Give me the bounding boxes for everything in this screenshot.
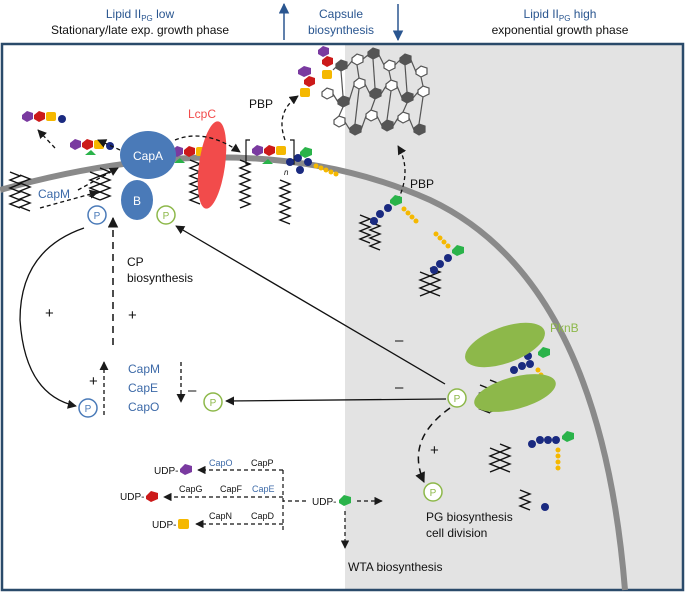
svg-text:n: n [284,168,289,177]
udp-source-sugar [339,495,351,506]
capa-to-lcpc-arrow [174,135,241,153]
udp-red-label: UDP- [120,492,144,503]
cell-outline [0,42,685,592]
capm-bidirectional-arrow [39,189,99,209]
pg-phospho-label: P [430,488,437,499]
capa-label: CapA [133,149,163,163]
plus-sign-pg: + [430,442,439,459]
center-header-line2: biosynthesis [308,23,374,37]
pknb-to-pg-arrow [415,407,451,483]
pknb-to-capa-arrow [175,225,446,385]
pbp-right-arrow [397,145,407,201]
left-header-subtitle: Stationary/late exp. growth phase [51,23,229,37]
right-header-title: Lipid IIPG high [524,7,597,23]
center-header-line1: Capsule [319,7,363,21]
cap-genes-phospho-left [78,398,98,418]
capm-phospho [87,205,107,225]
udp-source-label: UDP- [312,497,336,508]
capsule-release-arrow [37,129,56,149]
cape-label: CapE [252,484,275,494]
pknb-phospho [447,388,467,408]
capm-to-capa-arrow [77,167,119,191]
right-panel-background [345,44,683,590]
released-capsule-unit [22,111,66,123]
pbp-top-label: PBP [249,97,273,111]
capa-phospho [156,205,176,225]
minus-sign-cap: – [188,382,197,399]
udp-yellow-label: UDP- [152,520,176,531]
lcpc-protein [197,121,227,209]
left-header-title: Lipid IIPG low [106,7,175,23]
pknb-to-capgenes-arrow [225,396,447,406]
pbp-right-label: PBP [410,177,434,191]
pknb-domain-lower [474,374,556,412]
plus-sign-left: + [45,305,54,322]
udp-purple-sugar [180,464,192,475]
capd-label: CapD [251,511,275,521]
minus-sign-lower: – [395,379,404,396]
right-header-subtitle: exponential growth phase [492,23,629,37]
capa-phospho-label: P [163,211,170,222]
capo-label: CapO [209,458,233,468]
cap-gene-cape: CapE [128,381,158,395]
lipid-ii-units [370,195,574,511]
udp-pathway: UDP- WTA biosynthesis UDP- CapO CapP UDP… [120,458,442,574]
pknb-label: PknB [550,321,579,335]
cap-genes-phospho-left-label: P [85,404,92,415]
capb-label: B [133,194,141,208]
capa-protein [120,131,176,179]
peptidoglycan-mesh [298,46,430,136]
lcpc-label: LcpC [188,107,216,121]
cap-gene-capm: CapM [128,362,160,376]
capm-membrane-label: CapM [38,187,70,201]
capm-phospho-label: P [94,211,101,222]
capf-label: CapF [220,484,243,494]
pknb-domain-upper [465,322,545,368]
capn-label: CapN [209,511,232,521]
capb-protein [121,180,153,220]
cap-genes-phospho-right [203,392,223,412]
capp-label: CapP [251,458,274,468]
cp-biosynthesis-line1: CP [127,255,144,269]
udp-purple-label: UDP- [154,466,178,477]
pbp-top-arrow [281,95,299,141]
pg-biosynthesis-line1: PG biosynthesis [426,510,513,524]
plus-sign-cap: + [89,373,98,390]
udp-yellow-sugar [178,519,189,529]
pg-phospho [423,482,443,502]
cap-genes-phospho-right-label: P [210,398,217,409]
capsule-on-lipid-left [70,139,114,155]
udp-red-sugar [146,491,158,502]
capg-label: CapG [179,484,203,494]
feedback-loop-arrow [19,227,85,409]
pg-biosynthesis-line2: cell division [426,526,487,540]
pg-capsule-unit: n [245,139,339,177]
wta-biosynthesis-label: WTA biosynthesis [348,560,442,574]
pknb-phospho-label: P [454,394,461,405]
cp-biosynthesis-line2: biosynthesis [127,271,193,285]
cap-gene-capo: CapO [128,400,159,414]
plus-sign-mid: + [128,307,137,324]
minus-sign-upper: – [395,332,404,349]
